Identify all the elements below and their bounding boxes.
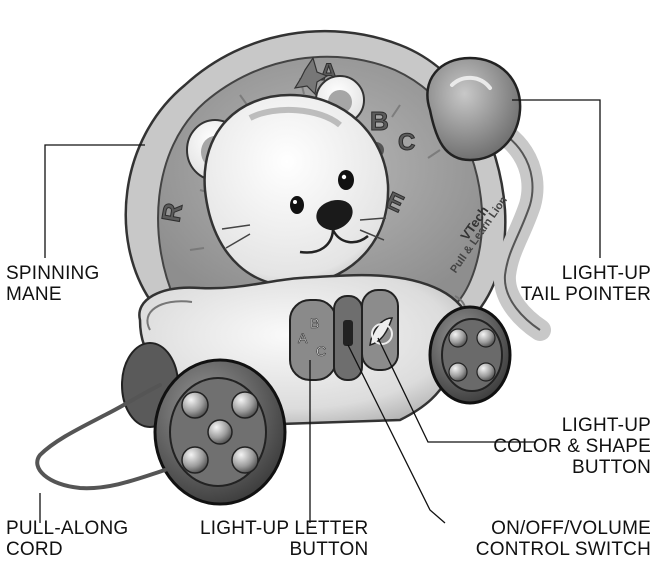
- front-left-wheel: [155, 360, 285, 504]
- letter-button-c: C: [316, 343, 326, 359]
- label-letter-button: LIGHT-UP LETTER BUTTON: [200, 518, 368, 560]
- volume-switch-knob: [343, 320, 353, 346]
- letter-button-a: A: [298, 330, 308, 346]
- letter-button-b: B: [310, 315, 319, 331]
- mane-letter-c: C: [398, 129, 415, 156]
- right-wheel: [430, 307, 510, 403]
- mane-letter-b: B: [370, 106, 389, 136]
- label-tail-pointer: LIGHT-UP TAIL POINTER: [521, 263, 651, 305]
- label-pull-cord: PULL-ALONG CORD: [6, 518, 128, 560]
- label-volume-switch: ON/OFF/VOLUME CONTROL SWITCH: [476, 518, 651, 560]
- label-spinning-mane: SPINNING MANE: [6, 263, 99, 305]
- label-color-shape-button: LIGHT-UP COLOR & SHAPE BUTTON: [493, 415, 651, 478]
